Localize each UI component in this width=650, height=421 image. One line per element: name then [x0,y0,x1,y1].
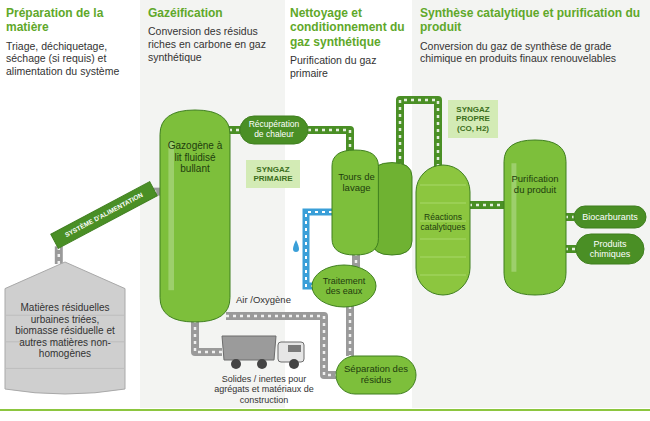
pipe-stripes [195,320,222,352]
process-pipe [55,246,63,264]
vessel-shell [160,110,230,322]
catalyst-bed-line [420,257,466,258]
silo-body [5,262,125,394]
catalytic-reactor: Réactions catalytiques [416,165,470,295]
tag-shape [448,100,498,138]
pipe-group [308,130,350,154]
pipe-group [58,246,59,264]
node-text: Purification du produit [507,174,563,196]
node-text: Biocarburants [577,212,643,222]
node-text: Matières résiduelles urbaines triées, bi… [11,302,119,360]
truck-wheel [257,359,267,369]
tank-shape [312,265,376,307]
column-band [412,0,650,408]
purification-vessel-outline [504,140,566,295]
product-box: Produits chimiques [576,234,644,264]
pill-shape [336,356,416,394]
column-heading: Gazéification [148,6,278,20]
tag-shape [246,160,300,188]
syngas-tag: SYNGAZ PRIMAIRE [246,160,300,188]
node-text: SYNGAZ PROPRE (CO, H2) [450,105,496,133]
pipe-group [195,320,222,352]
reactor-shell [416,165,470,295]
syngas-tag: SYNGAZ PROPRE (CO, H2) [448,100,498,138]
pill-shape [240,116,308,144]
pipe-stripes [400,100,438,167]
heat-recovery: Récupération de chaleur [240,116,308,144]
pipe-stripes [469,204,505,207]
catalyst-bed-line [420,203,466,204]
column-text: Préparation de la matièreTriage, déchiqu… [6,6,134,78]
node-text: Gazogène à lit fluidisé bullant [164,140,226,175]
scrubber-towers: Tours de lavage [332,150,412,255]
process-pipe [229,126,240,134]
silo: Matières résiduelles urbaines triées, bi… [5,262,125,395]
truck-wheel [231,359,241,369]
column-text: GazéificationConversion des résidus rich… [148,6,278,63]
pipe-stripes [349,306,352,356]
column-description: Conversion du gaz de synthèse de grade c… [420,40,642,65]
purification-vessel: Purification du produit [504,140,566,295]
process-pipe [469,201,505,209]
process-pipe [565,245,576,253]
silo-band [5,368,125,369]
node-text: Récupération de chaleur [244,120,304,140]
node-text: Solides / inertes pour agrégats et matér… [214,374,314,405]
pipe-stripes [229,129,240,132]
product-box: Biocarburants [574,206,646,228]
pipe-layer [59,100,576,375]
pipe-stripes [308,130,350,154]
node-text: SYSTÈME D'ALIMENTATION [56,187,151,242]
process-pipe [195,320,222,352]
node-text: Tours de lavage [335,172,378,194]
gasifier-vessel: Gazogène à lit fluidisé bullant [160,110,230,322]
truck-cab [278,342,304,362]
residue-separation: Séparation des résidus [336,356,416,394]
inlet-label: Air /Oxygène [236,294,291,305]
column-description: Purification du gaz primaire [290,54,408,79]
pill-shape [576,234,644,264]
column-description: Conversion des résidus riches en carbone… [148,25,278,63]
process-pipe [400,100,438,167]
column-description: Triage, déchiquetage, séchage (si requis… [6,40,134,78]
pipe-group [400,100,438,167]
node-text: Réactions catalytiques [419,213,467,233]
column-heading: Synthèse catalytique et purification du … [420,6,642,35]
vessel-shell [504,140,566,295]
solids-truck: Solides / inertes pour agrégats et matér… [212,328,316,408]
truck-wheel [289,359,299,369]
process-pipe [346,306,354,356]
node-text: SYNGAZ PRIMAIRE [248,165,298,183]
pill-shape [574,206,646,228]
process-pipe [308,130,350,154]
truck-window [288,345,301,352]
water-treatment: Traitement des eaux [312,265,376,307]
vessel-highlight [168,142,174,290]
catalyst-bed-line [420,239,466,240]
pipe-group [565,249,576,250]
truck-bed [222,336,276,360]
pipe-stripes [565,248,576,251]
tower-shell [332,150,378,255]
column-heading: Préparation de la matière [6,6,134,35]
node-text: Produits chimiques [580,239,640,260]
bottom-rule [0,409,650,411]
node-text: Séparation des résidus [342,364,410,386]
pipe-group [229,130,240,131]
pipe-group [350,306,351,356]
column-heading: Nettoyage et conditionnement du gaz synt… [290,6,408,49]
node-text: Traitement des eaux [318,276,370,297]
column-text: Synthèse catalytique et purification du … [420,6,642,65]
pipe-group [469,205,505,206]
conveyor-bar [51,182,157,249]
water-drop [293,240,299,252]
catalyst-bed-line [420,185,466,186]
column-text: Nettoyage et conditionnement du gaz synt… [290,6,408,79]
scrubber-towers-outline [332,150,412,255]
pipe-stripes [58,246,61,264]
column-band [140,0,285,408]
catalyst-bed-line [420,275,466,276]
